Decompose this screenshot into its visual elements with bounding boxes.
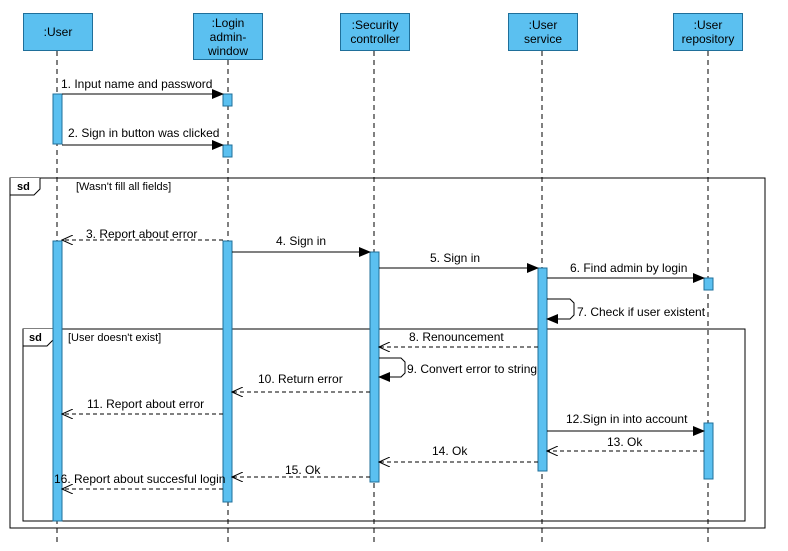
msg-5-label: 5. Sign in: [430, 251, 481, 265]
frame-outer-guard: [Wasn't fill all fields]: [76, 181, 172, 193]
msg-9-arrow: [378, 357, 406, 382]
lifeline-repo-label: :User repository: [681, 18, 735, 46]
msg-12-label: 12.Sign in into account: [566, 412, 688, 426]
msg-15-label: 15. Ok: [285, 463, 321, 477]
activation-user-2: [52, 240, 63, 522]
msg-8-label: 8. Renouncement: [409, 330, 504, 344]
msg-1-label: 1. Input name and password: [61, 77, 213, 91]
lifeline-security-label: :Security controller: [350, 18, 400, 46]
lifeline-login-label: :Login admin- window: [207, 15, 249, 58]
frame-inner: [22, 328, 746, 522]
activation-login-3: [222, 240, 233, 503]
lifeline-repo-box: :User repository: [673, 13, 743, 51]
msg-11-label: 11. Report about error: [87, 397, 205, 411]
msg-6-label: 6. Find admin by login: [570, 261, 688, 275]
msg-14-label: 14. Ok: [432, 444, 468, 458]
msg-3-label: 3. Report about error: [86, 227, 198, 241]
lifeline-login-box: :Login admin- window: [193, 13, 263, 60]
lifeline-security-box: :Security controller: [340, 13, 410, 51]
activation-login-2: [222, 144, 233, 158]
frame-inner-tag: sd: [29, 332, 42, 344]
msg-10-label: 10. Return error: [258, 372, 343, 386]
frame-outer: [9, 177, 766, 529]
frame-inner-guard: [User doesn't exist]: [68, 332, 162, 344]
msg-9-label: 9. Convert error to string: [407, 362, 538, 376]
frame-outer-tag-shape: [9, 178, 41, 196]
msg-4-label: 4. Sign in: [276, 234, 327, 248]
activation-user-1: [52, 93, 63, 145]
msg-7-arrow: [546, 298, 575, 324]
activation-security: [369, 251, 380, 483]
frame-outer-tag: sd: [17, 181, 30, 193]
msg-7-label: 7. Check if user existent: [577, 305, 706, 319]
msg-2-label: 2. Sign in button was clicked: [68, 126, 220, 140]
lifeline-user-box: :User: [23, 13, 93, 51]
lifeline-service-label: :User service: [523, 18, 562, 46]
activation-service: [537, 267, 548, 472]
lifeline-service-box: :User service: [508, 13, 578, 51]
activation-repo-2: [703, 422, 714, 480]
msg-13-label: 13. Ok: [607, 435, 643, 449]
lifeline-user-label: :User: [43, 25, 73, 39]
activation-repo-1: [703, 277, 714, 291]
activation-login-1: [222, 93, 233, 107]
msg-16-label: 16. Report about succesful login: [54, 472, 226, 486]
